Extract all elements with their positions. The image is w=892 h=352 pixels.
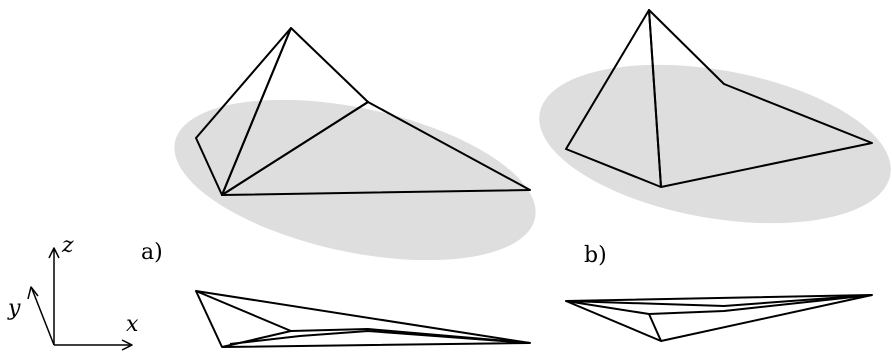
panel-a-side-inner-edge-3 [229,330,531,345]
panel-a-shadow [174,99,536,261]
panel-b-side-outline [565,294,873,342]
y-axis-line [31,288,55,346]
panel-b-label: b) [584,243,607,268]
panel-a-perspective [174,27,536,261]
panel-a-face-right [221,101,531,196]
y-axis-arrowhead [27,286,39,300]
panel-b-face-right [648,9,873,188]
z-axis-arrowhead [48,247,60,259]
panel-b-perspective [539,9,891,224]
panel-b-side-inner-edge-2 [648,294,873,315]
panel-b-side-inner-edge-3 [565,294,873,307]
y-axis-label: y [7,296,21,321]
panel-a-label: a) [141,240,163,265]
x-axis-label: x [126,312,139,337]
panel-b-side-view [565,294,873,342]
panel-a-side-outline [195,290,531,348]
panel-a-side-view [195,290,531,348]
axes-indicator: z x y [7,233,139,351]
z-axis-label: z [61,233,74,258]
panel-b-shadow [539,64,891,224]
x-axis-arrowhead [121,339,133,351]
